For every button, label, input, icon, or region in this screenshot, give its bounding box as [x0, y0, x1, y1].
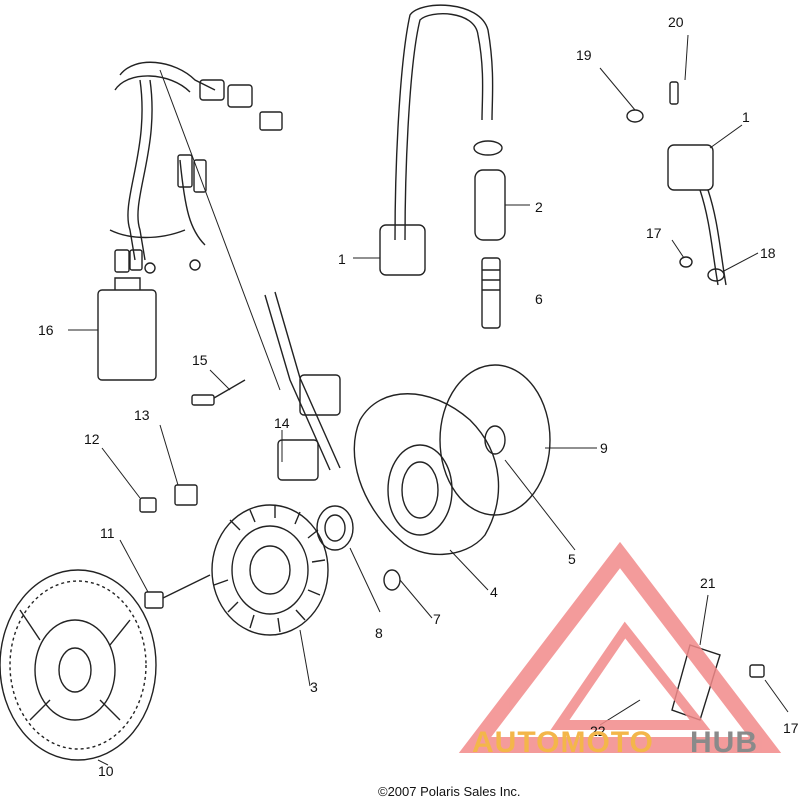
- flywheel: [0, 569, 157, 761]
- watermark-brand-right: HUB: [690, 726, 758, 759]
- copyright-text: ©2007 Polaris Sales Inc.: [378, 784, 521, 799]
- callout-label: 21: [700, 575, 716, 591]
- callout-label: 12: [84, 431, 100, 447]
- watermark-logo: [458, 541, 782, 753]
- ignition-coil-wire: [379, 4, 506, 329]
- callout-label: 19: [576, 47, 592, 63]
- bolts-left: [139, 379, 246, 609]
- callout-label: 8: [375, 625, 383, 641]
- callout-label: 5: [568, 551, 576, 567]
- callout-label: 6: [535, 291, 543, 307]
- callout-label: 17: [646, 225, 662, 241]
- watermark-brand-left: AUTOMOTO: [472, 726, 654, 759]
- callout-label: 4: [490, 584, 498, 600]
- callout-labels: 1 2 6 1 19 20 17 18 16 15 13 12 14 9 11 …: [38, 14, 799, 779]
- callout-label: 7: [433, 611, 441, 627]
- callout-label: 16: [38, 322, 54, 338]
- callout-label: 17: [783, 720, 799, 736]
- reluctor-disc: [439, 364, 551, 516]
- callout-label: 1: [742, 109, 750, 125]
- coil-assembly-right: [626, 81, 727, 286]
- callout-label: 18: [760, 245, 776, 261]
- callout-label: 10: [98, 763, 114, 779]
- callout-label: 2: [535, 199, 543, 215]
- callout-label: 22: [590, 723, 606, 739]
- callout-label: 13: [134, 407, 150, 423]
- stator-coil: [211, 504, 329, 636]
- stator-cable: [264, 291, 341, 481]
- callout-label: 1: [338, 251, 346, 267]
- regulator-unit: [97, 277, 157, 381]
- watermark-text: AUTOMOTO HUB: [472, 726, 758, 759]
- callout-label: 11: [100, 525, 115, 541]
- callout-label: 14: [274, 415, 290, 431]
- callout-label: 15: [192, 352, 208, 368]
- callout-label: 3: [310, 679, 318, 695]
- callout-label: 9: [600, 440, 608, 456]
- wiring-harness: [109, 61, 283, 391]
- seal-ring: [316, 505, 354, 551]
- callout-label: 20: [668, 14, 684, 30]
- housing-plate: [353, 393, 500, 591]
